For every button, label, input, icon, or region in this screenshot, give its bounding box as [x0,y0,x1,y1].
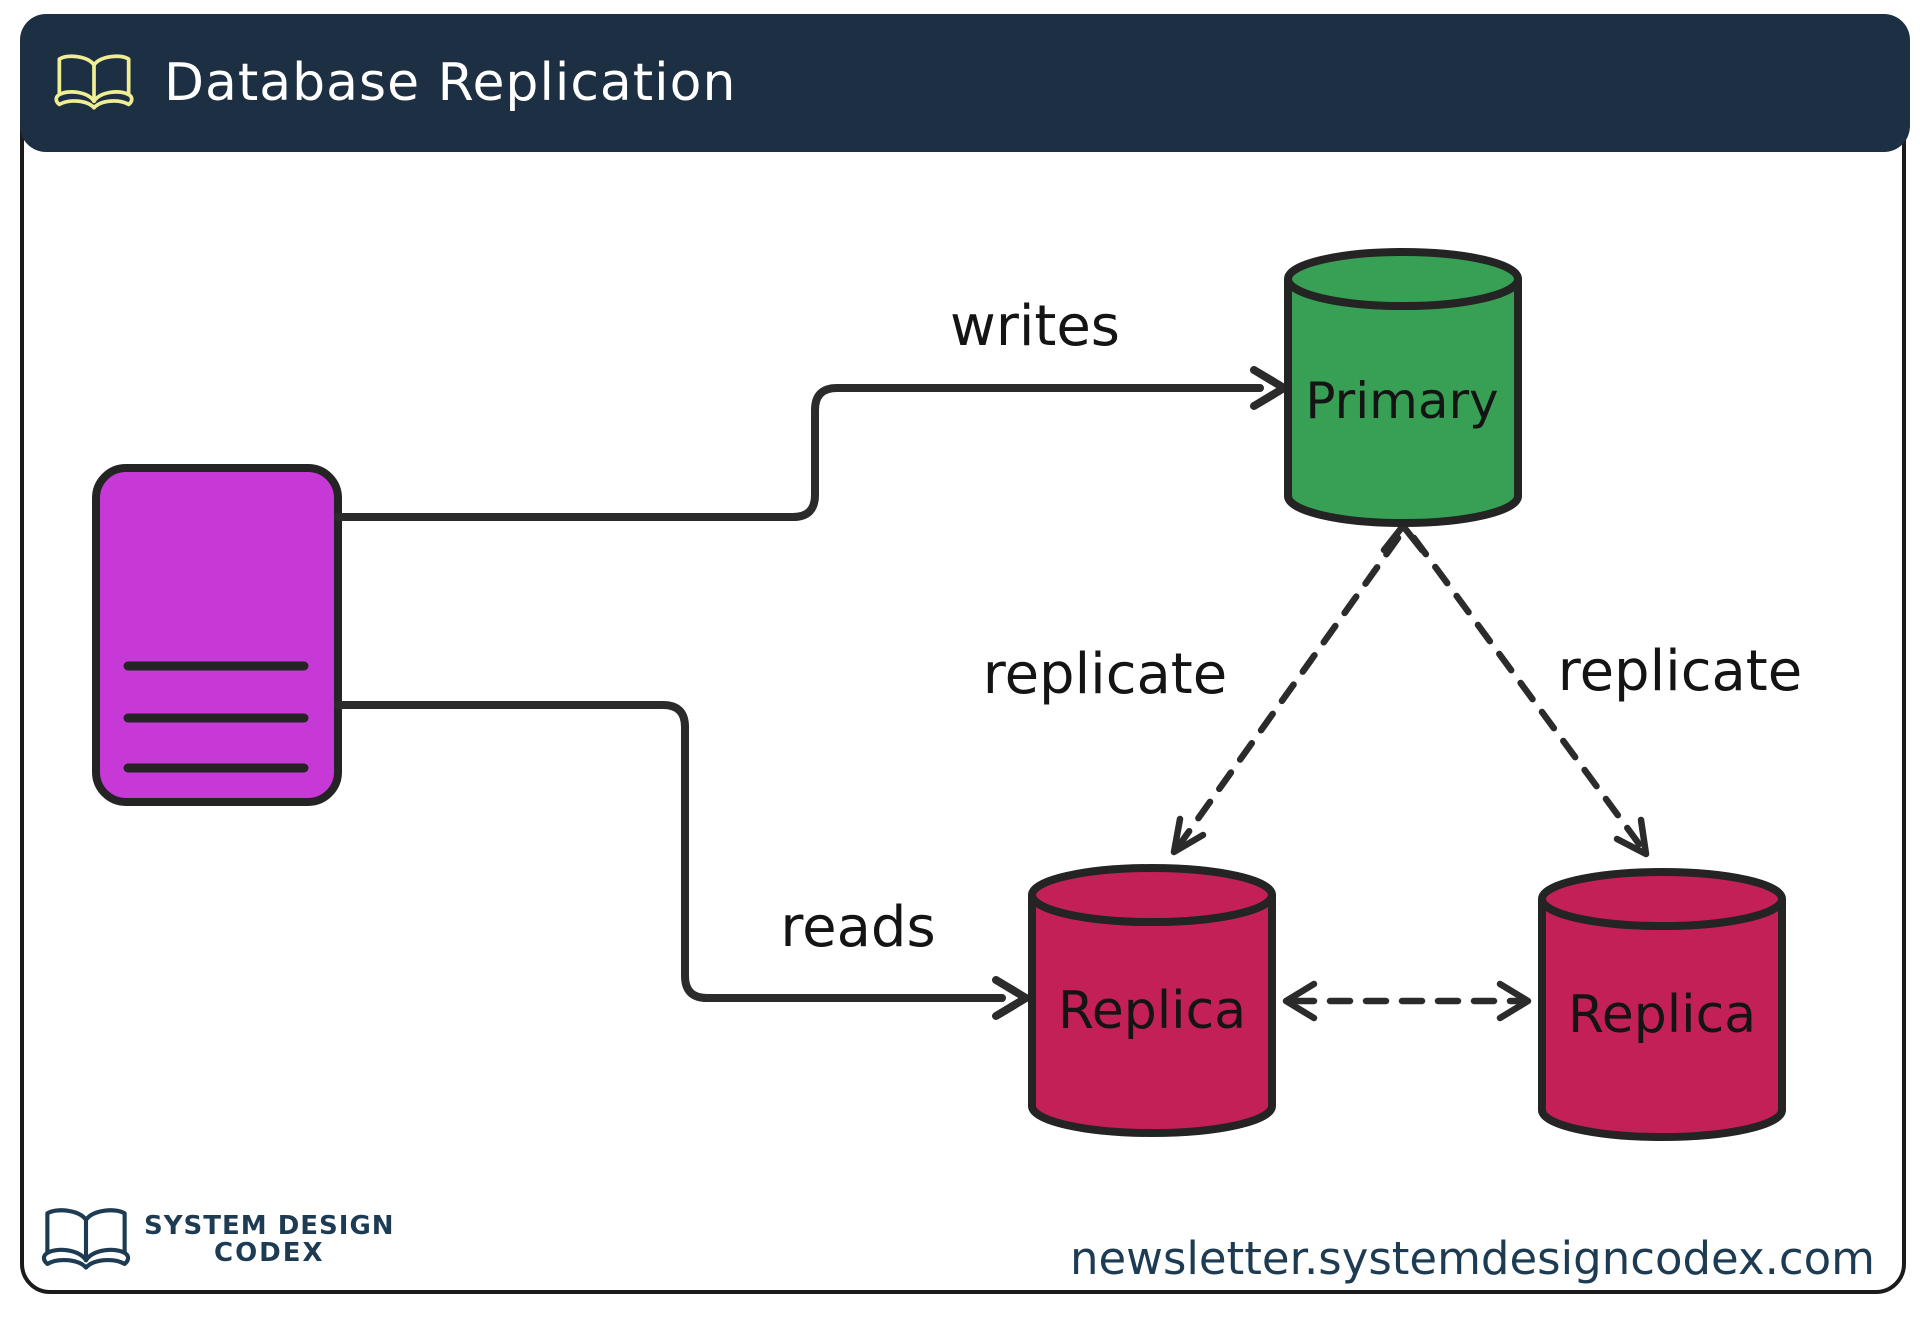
page-title: Database Replication [164,53,737,113]
reads-edge [334,701,1030,1020]
replica-right-node [1538,868,1786,1141]
logo-line1: SYSTEM DESIGN [144,1210,395,1241]
writes-edge [334,366,1288,521]
client-node [92,464,342,806]
replicate-left-label: replicate [983,642,1227,707]
reads-arrowhead [992,976,1030,1020]
client-text-lines [123,661,309,773]
replicate-right-arrowhead [1613,816,1650,858]
writes-arrowhead [1250,366,1288,410]
replicate-right-label: replicate [1558,639,1802,704]
sync-right-arrowhead [1496,980,1532,1022]
replicate-left-arrowhead [1170,815,1207,856]
primary-db-label: Primary [1305,372,1498,430]
reads-label: reads [780,895,935,960]
replica-right-label: Replica [1568,985,1756,1045]
primary-up-arrowhead [1380,522,1426,554]
replica-sync-edge [1282,980,1532,1022]
sync-left-arrowhead [1282,980,1318,1022]
logo-text: SYSTEM DESIGN CODEX [144,1210,395,1268]
logo-book-icon [41,1208,131,1270]
replica-left-node [1028,864,1276,1137]
header-bar: Database Replication [20,14,1910,152]
newsletter-url: newsletter.systemdesigncodex.com [1069,1232,1875,1285]
replicate-right-edge [1410,534,1650,858]
replica-left-label: Replica [1058,981,1246,1041]
primary-db-node [1284,248,1522,527]
replicate-left-edge [1170,534,1402,856]
writes-label: writes [950,294,1120,359]
footer-logo: SYSTEM DESIGN CODEX [40,1200,395,1280]
open-book-icon [54,54,134,110]
logo-line2: CODEX [213,1238,325,1268]
